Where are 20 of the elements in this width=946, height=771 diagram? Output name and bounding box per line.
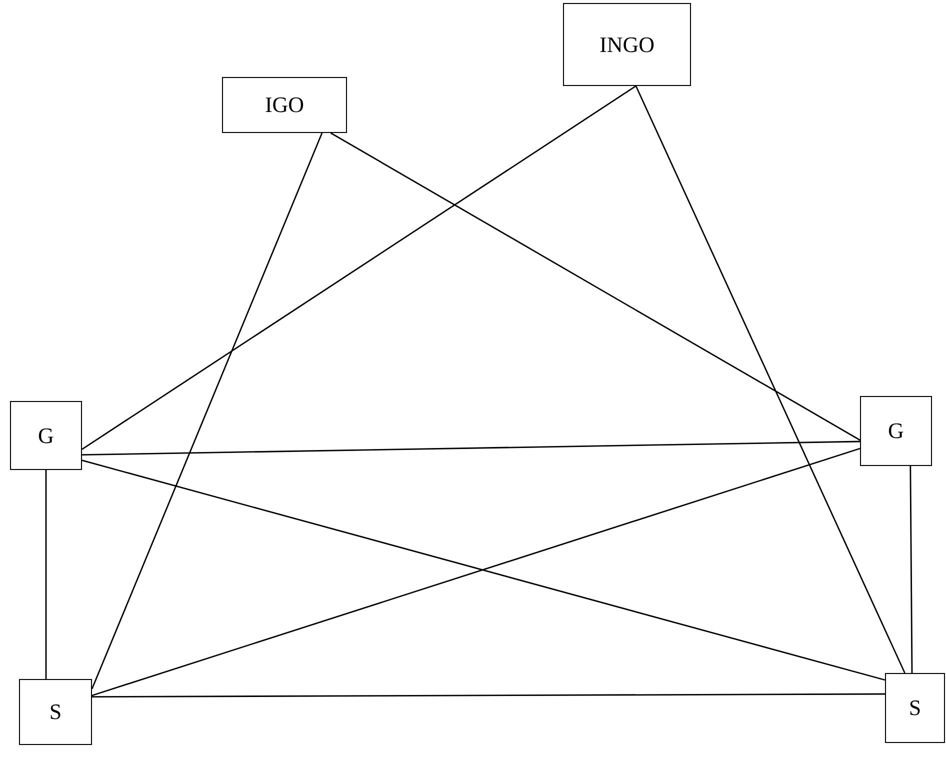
connector-line: [635, 86, 906, 674]
node-label: IGO: [264, 92, 304, 118]
actor-box: [19, 679, 92, 745]
connector-line: [45, 470, 47, 679]
connector-line: [330, 132, 860, 441]
actor-box: [860, 396, 932, 466]
actor-box: [563, 3, 691, 86]
connector-line: [91, 132, 323, 690]
actor-box: [222, 77, 347, 133]
connector-line: [82, 85, 636, 450]
node-label: S: [49, 699, 62, 725]
connector-line: [910, 466, 913, 673]
connector-line: [92, 693, 885, 698]
actor-box: [885, 673, 945, 743]
node-label: INGO: [600, 32, 654, 58]
connector-line: [82, 440, 860, 456]
actor-box: [10, 401, 82, 470]
node-label: S: [908, 695, 922, 721]
node-label: G: [38, 422, 54, 448]
node-label: G: [888, 418, 904, 444]
